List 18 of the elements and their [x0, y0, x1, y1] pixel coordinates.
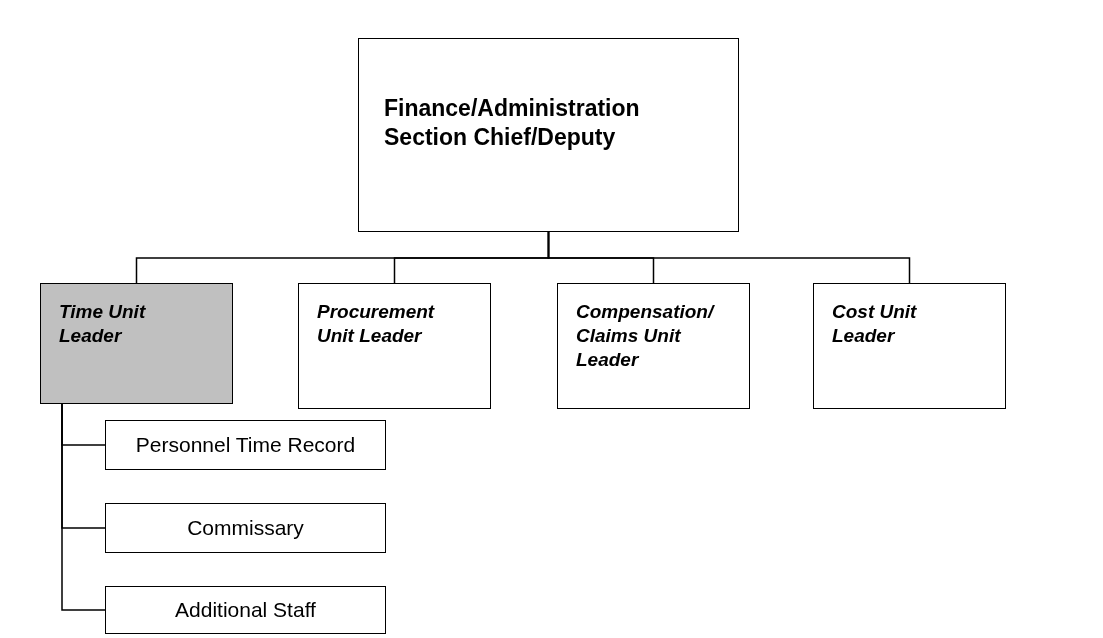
unit-leader-box	[813, 283, 1006, 409]
box-label: Commissary	[187, 516, 304, 540]
unit-leader-box	[40, 283, 233, 404]
section-chief-box	[358, 38, 739, 232]
box-label: Time Unit Leader	[59, 300, 147, 348]
connector-line	[61, 403, 106, 611]
unit-leader-box	[298, 283, 491, 409]
box-label: Compensation/ Claims Unit Leader	[576, 300, 716, 372]
box-label: Finance/Administration Section Chief/Deputy	[384, 94, 641, 152]
box-label: Personnel Time Record	[135, 433, 356, 457]
task-box	[105, 420, 386, 470]
unit-leader-box	[557, 283, 750, 409]
box-label: Procurement Unit Leader	[317, 300, 436, 348]
task-box	[105, 586, 386, 634]
box-label: Additional Staff	[175, 598, 316, 622]
connector-line	[547, 231, 911, 284]
box-label: Cost Unit Leader	[832, 300, 918, 348]
task-box	[105, 503, 386, 553]
